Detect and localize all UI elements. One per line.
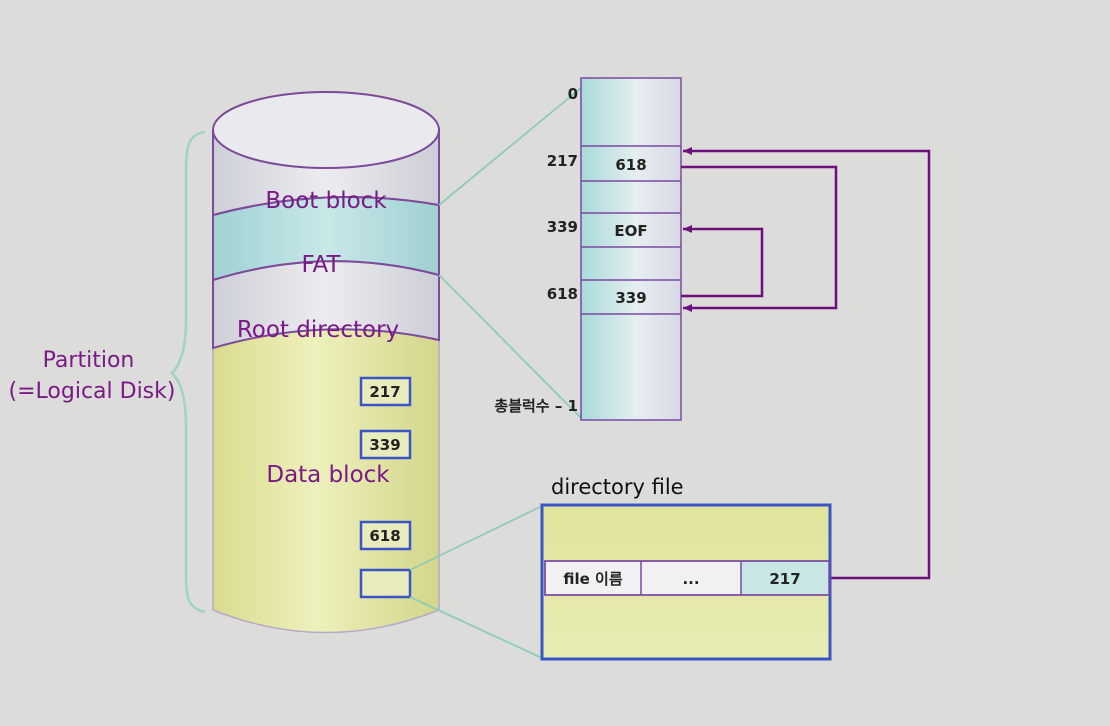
fat-entry-618: 339 [615, 289, 646, 307]
directory-entry-start-block: 217 [769, 570, 800, 588]
fat-entry-339: EOF [614, 222, 647, 240]
root-directory-label: Root directory [237, 317, 399, 343]
fat-index-0: 0 [568, 85, 578, 103]
dir-start-arrow-to-217 [683, 147, 931, 580]
fat-index-last: 총블럭수 – 1 [494, 397, 578, 415]
fat-connector-bottom [438, 274, 582, 419]
partition-brace [170, 130, 206, 614]
chain-arrow-618-to-339 [681, 225, 764, 298]
svg-text:339: 339 [369, 436, 400, 454]
fat-entry-217: 618 [615, 156, 646, 174]
fat-connector-top [438, 87, 582, 206]
fat-index-618: 618 [547, 285, 578, 303]
fat-index-339: 339 [547, 218, 578, 236]
chain-arrow-217-to-618 [681, 165, 838, 312]
dir-connector-top [409, 505, 543, 571]
directory-file-title: directory file [551, 475, 684, 499]
fat-index-217: 217 [547, 152, 578, 170]
fat-table: 618 EOF 339 0 217 339 618 총블럭수 – 1 [494, 77, 682, 421]
boot-block-label: Boot block [265, 188, 387, 214]
data-block-directory [359, 568, 412, 599]
data-block-339: 339 [359, 429, 412, 460]
disk-cylinder: Boot block FAT Root directory Data block… [212, 91, 440, 634]
directory-entry-dots: ... [682, 570, 699, 588]
directory-file-box: file 이름 ... 217 [540, 503, 832, 661]
data-block-618: 618 [359, 520, 412, 551]
data-block-label: Data block [266, 462, 390, 488]
svg-text:217: 217 [369, 383, 400, 401]
fat-label: FAT [301, 252, 341, 278]
partition-label: Partition (=Logical Disk) [9, 348, 176, 404]
data-block-217: 217 [359, 376, 412, 407]
directory-entry-name: file 이름 [563, 570, 622, 588]
svg-text:618: 618 [369, 527, 400, 545]
cylinder-top [212, 91, 440, 169]
dir-connector-bottom [409, 596, 543, 659]
